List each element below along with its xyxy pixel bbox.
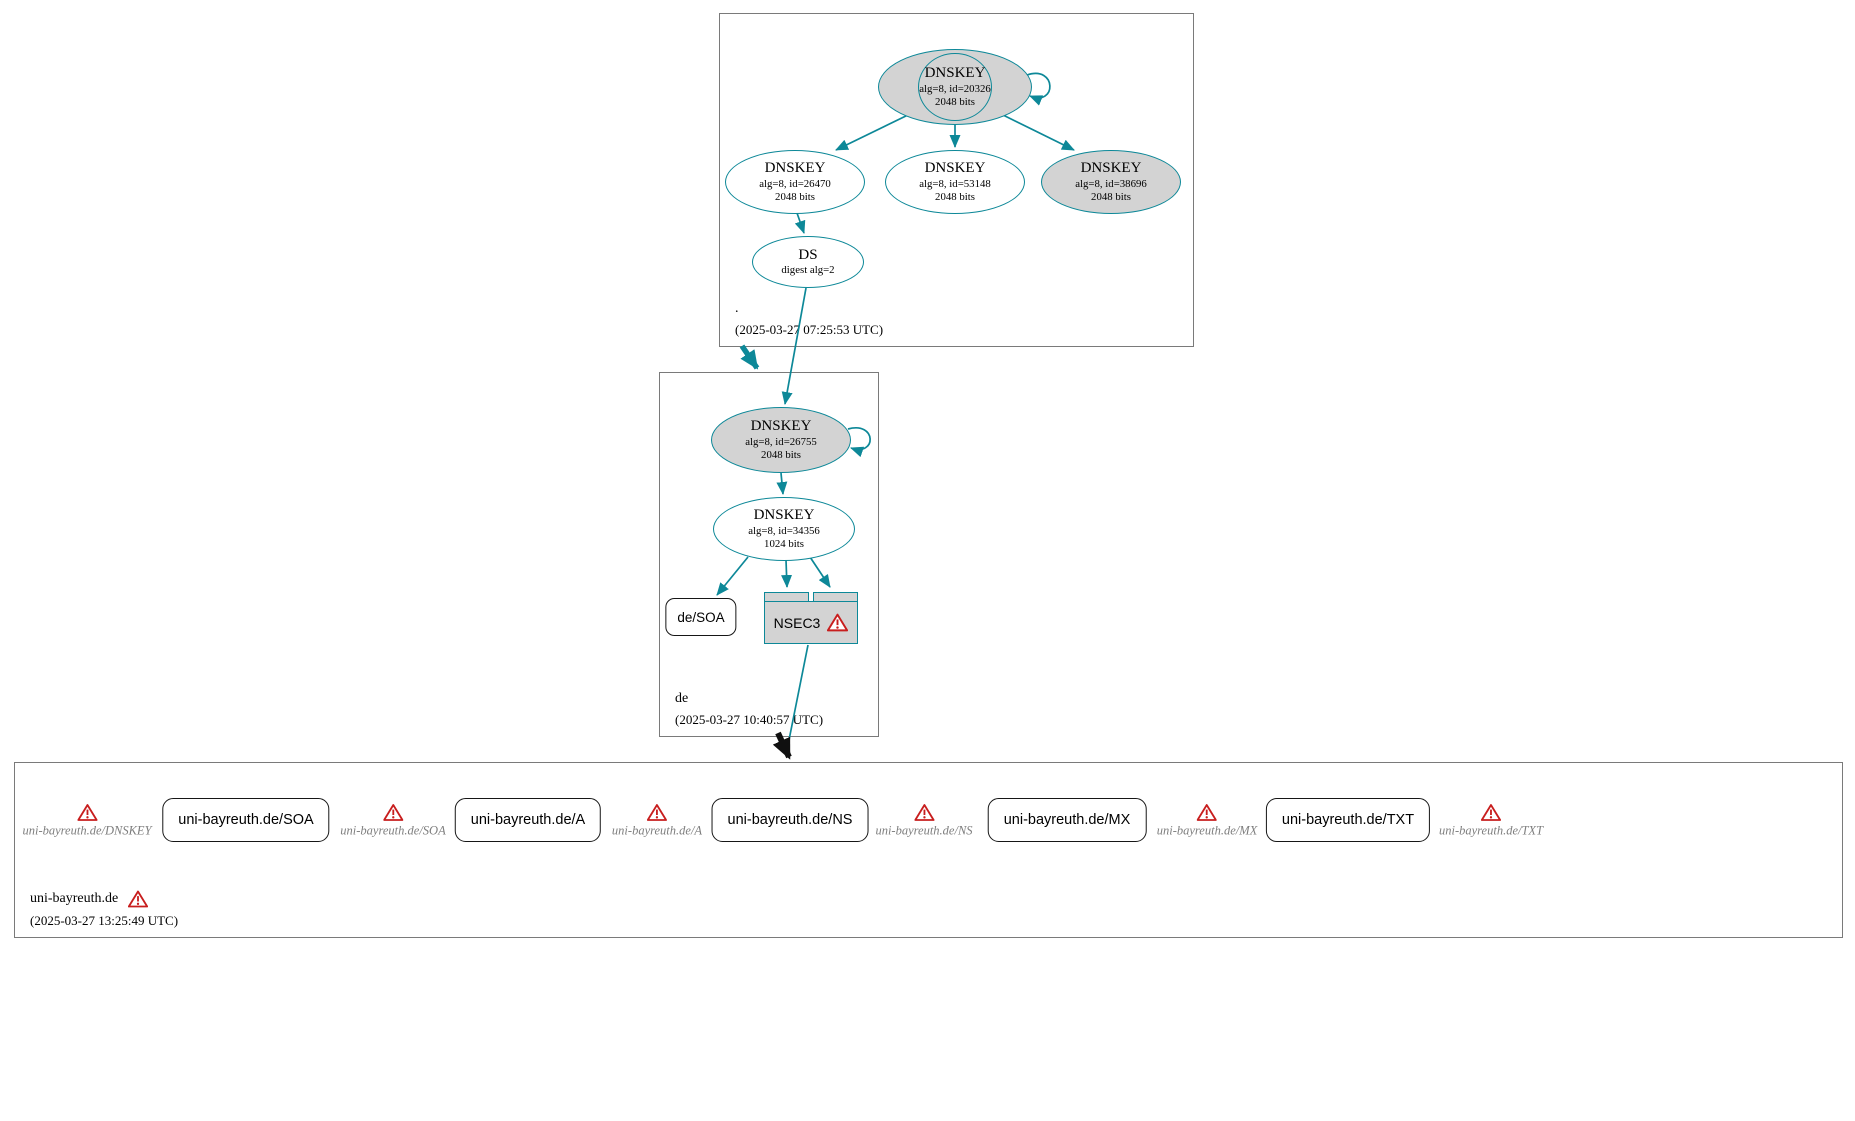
dnskey-title: DNSKEY (753, 507, 815, 524)
rrset-label: uni-bayreuth.de/NS (727, 812, 853, 828)
dnskey-detail: alg=8, id=20326 (919, 82, 991, 95)
dnskey-node-20326[interactable]: DNSKEY alg=8, id=20326 2048 bits (878, 49, 1032, 125)
missing-rrset-label: uni-bayreuth.de/A (611, 823, 703, 838)
zone-footer-root: . (2025-03-27 07:25:53 UTC) (735, 301, 883, 338)
missing-rrset-soa[interactable]: uni-bayreuth.de/SOA (340, 804, 446, 839)
rrset-label: uni-bayreuth.de/TXT (1281, 812, 1415, 828)
zone-timestamp-de: (2025-03-27 10:40:57 UTC) (675, 712, 824, 727)
rrset-label: uni-bayreuth.de/SOA (178, 812, 314, 828)
zone-box-root: . (2025-03-27 07:25:53 UTC) (719, 13, 1194, 347)
dnskey-bits: 2048 bits (1091, 190, 1131, 203)
missing-rrset-dnskey[interactable]: uni-bayreuth.de/DNSKEY (22, 804, 152, 839)
dnskey-bits: 2048 bits (935, 95, 975, 108)
warning-icon (1480, 804, 1501, 821)
dnskey-bits: 2048 bits (935, 190, 975, 203)
missing-rrset-ns[interactable]: uni-bayreuth.de/NS (875, 804, 973, 839)
zone-label-uni-bayreuth: uni-bayreuth.de (30, 891, 119, 906)
warning-icon (128, 890, 149, 908)
zone-footer-de: de (2025-03-27 10:40:57 UTC) (675, 691, 823, 728)
nsec3-node[interactable]: NSEC3 (764, 592, 858, 644)
rrset-label: uni-bayreuth.de/A (470, 812, 586, 828)
dnskey-bits: 1024 bits (764, 537, 804, 550)
missing-rrset-label: uni-bayreuth.de/SOA (340, 823, 446, 838)
warning-icon (382, 804, 403, 821)
rrset-node-uni-a[interactable]: uni-bayreuth.de/A (454, 798, 602, 842)
zone-box-uni-bayreuth: uni-bayreuth.de (2025-03-27 13:25:49 UTC… (14, 762, 1843, 938)
dnskey-bits: 2048 bits (761, 448, 801, 461)
ds-detail: digest alg=2 (781, 264, 835, 277)
warning-icon (914, 804, 934, 821)
rrset-node-de-soa[interactable]: de/SOA (665, 598, 737, 636)
dnskey-node-34356[interactable]: DNSKEY alg=8, id=34356 1024 bits (713, 497, 855, 561)
dnskey-title: DNSKEY (750, 418, 812, 435)
warning-icon (1197, 804, 1217, 821)
dnskey-node-53148[interactable]: DNSKEY alg=8, id=53148 2048 bits (885, 150, 1025, 214)
dnskey-title: DNSKEY (764, 160, 826, 177)
zone-footer-uni-bayreuth: uni-bayreuth.de (2025-03-27 13:25:49 UTC… (30, 890, 178, 929)
missing-rrset-label: uni-bayreuth.de/MX (1156, 823, 1258, 838)
dnskey-node-26470[interactable]: DNSKEY alg=8, id=26470 2048 bits (725, 150, 865, 214)
rrset-label: de/SOA (677, 609, 725, 625)
rrset-node-uni-soa[interactable]: uni-bayreuth.de/SOA (162, 798, 330, 842)
dnskey-detail: alg=8, id=26755 (745, 435, 817, 448)
dnskey-title: DNSKEY (924, 65, 986, 82)
missing-rrset-mx[interactable]: uni-bayreuth.de/MX (1156, 804, 1258, 839)
missing-rrset-label: uni-bayreuth.de/TXT (1438, 823, 1544, 838)
warning-icon (76, 804, 97, 821)
warning-icon (646, 804, 667, 821)
nsec3-label: NSEC3 (773, 614, 821, 631)
missing-rrset-label: uni-bayreuth.de/DNSKEY (22, 823, 152, 838)
dnskey-node-26755[interactable]: DNSKEY alg=8, id=26755 2048 bits (711, 407, 851, 473)
zone-label-de: de (675, 691, 689, 706)
rrset-node-uni-txt[interactable]: uni-bayreuth.de/TXT (1265, 798, 1431, 842)
dnskey-title: DNSKEY (924, 160, 986, 177)
zone-timestamp-root: (2025-03-27 07:25:53 UTC) (735, 322, 884, 337)
missing-rrset-label: uni-bayreuth.de/NS (875, 823, 973, 838)
missing-rrset-txt[interactable]: uni-bayreuth.de/TXT (1439, 804, 1543, 839)
rrset-node-uni-ns[interactable]: uni-bayreuth.de/NS (711, 798, 869, 842)
warning-icon (827, 613, 849, 632)
zone-timestamp-uni-bayreuth: (2025-03-27 13:25:49 UTC) (30, 913, 179, 928)
dnskey-detail: alg=8, id=34356 (748, 524, 820, 537)
zone-label-root: . (735, 301, 739, 316)
rrset-node-uni-mx[interactable]: uni-bayreuth.de/MX (987, 798, 1147, 842)
zone-box-de: de (2025-03-27 10:40:57 UTC) (659, 372, 879, 737)
dnskey-node-38696[interactable]: DNSKEY alg=8, id=38696 2048 bits (1041, 150, 1181, 214)
dnskey-detail: alg=8, id=53148 (919, 177, 991, 190)
rrset-label: uni-bayreuth.de/MX (1003, 812, 1131, 828)
dnskey-title: DNSKEY (1080, 160, 1142, 177)
dnskey-bits: 2048 bits (775, 190, 815, 203)
ds-title: DS (798, 246, 818, 263)
dnskey-detail: alg=8, id=38696 (1075, 177, 1147, 190)
missing-rrset-a[interactable]: uni-bayreuth.de/A (612, 804, 702, 839)
dnskey-detail: alg=8, id=26470 (759, 177, 831, 190)
ds-node[interactable]: DS digest alg=2 (752, 236, 864, 288)
